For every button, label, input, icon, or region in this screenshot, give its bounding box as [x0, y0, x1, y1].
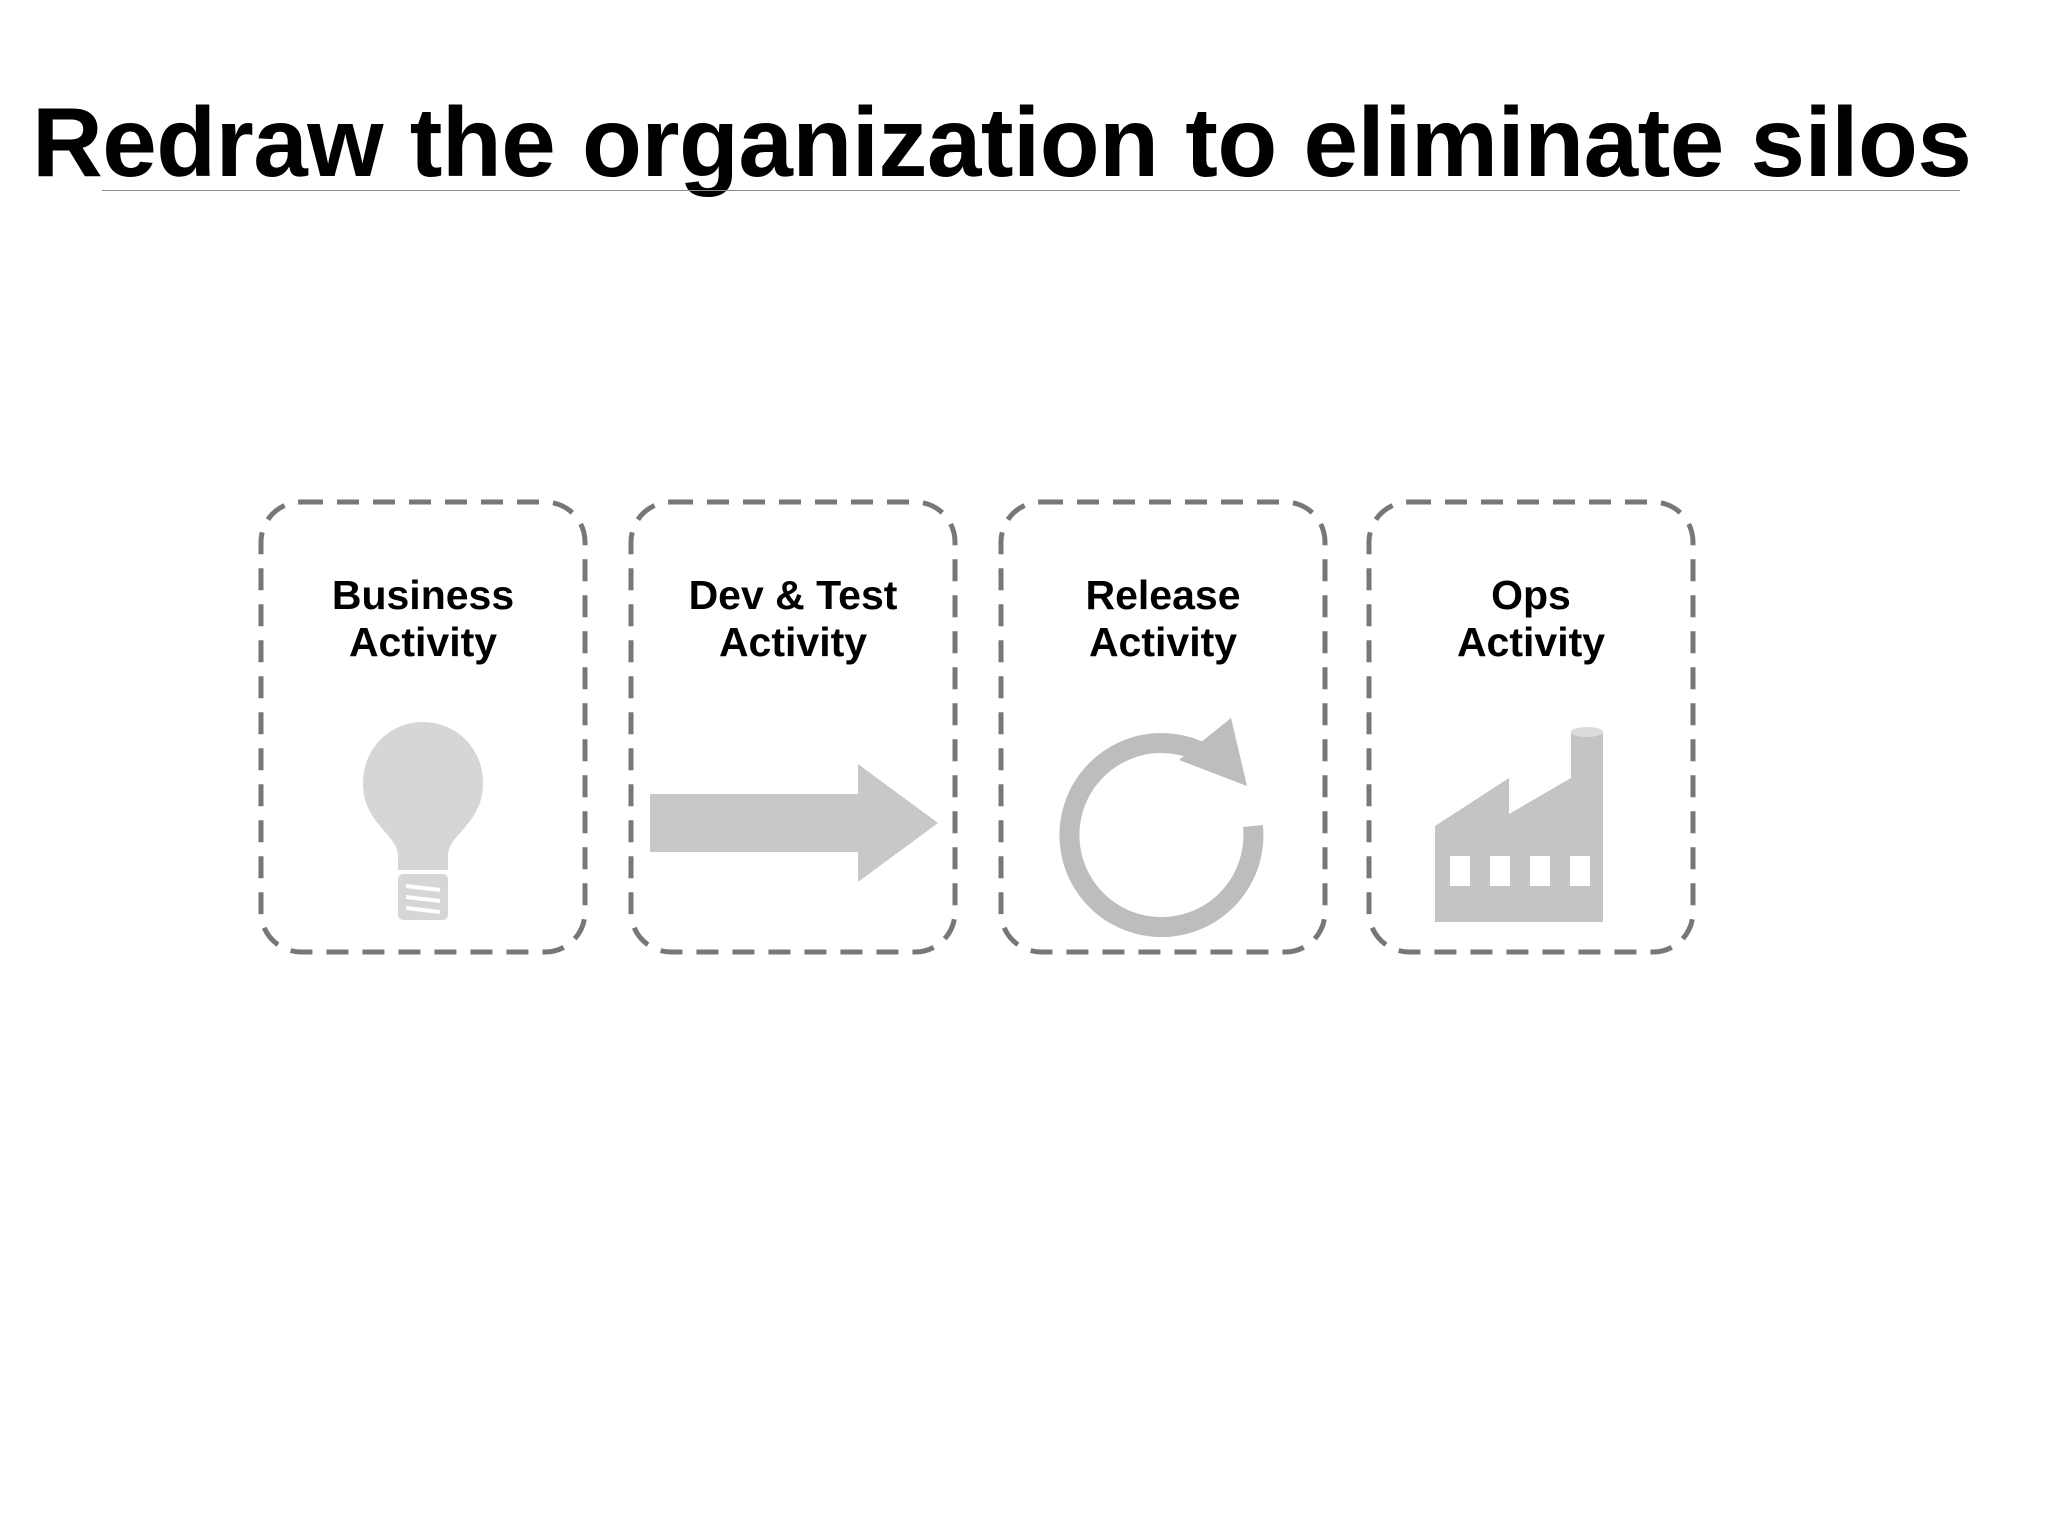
stage-dev-test-activity: Dev & Test Activity — [628, 499, 958, 955]
stage-label-line-1: Release — [1085, 572, 1241, 618]
stage-business-activity: Business Activity — [258, 499, 588, 955]
right-arrow-icon — [650, 764, 938, 882]
refresh-cycle-icon — [1059, 718, 1264, 938]
stage-label: Ops Activity — [1367, 572, 1695, 666]
stage-label: Dev & Test Activity — [629, 572, 957, 666]
stage-label-line-1: Ops — [1491, 572, 1571, 618]
dashed-frame — [1366, 499, 1696, 955]
stage-label-line-2: Activity — [718, 619, 868, 665]
dashed-frame — [258, 499, 588, 955]
stage-release-activity: Release Activity — [998, 499, 1328, 955]
stage-ops-activity: Ops Activity — [1366, 499, 1696, 955]
stage-label-line-1: Dev & Test — [688, 572, 898, 618]
slide-title: Redraw the organization to eliminate sil… — [32, 87, 1972, 197]
dashed-frame — [998, 499, 1328, 955]
stage-label-line-2: Activity — [348, 619, 498, 665]
stage-label: Business Activity — [259, 572, 587, 666]
stage-label: Release Activity — [999, 572, 1327, 666]
lightbulb-icon — [363, 722, 483, 920]
stage-label-line-2: Activity — [1456, 619, 1606, 665]
dashed-frame — [628, 499, 958, 955]
stage-label-line-1: Business — [331, 572, 515, 618]
stage-label-line-2: Activity — [1088, 619, 1238, 665]
factory-icon — [1435, 727, 1603, 922]
title-underline-divider — [102, 190, 1960, 191]
